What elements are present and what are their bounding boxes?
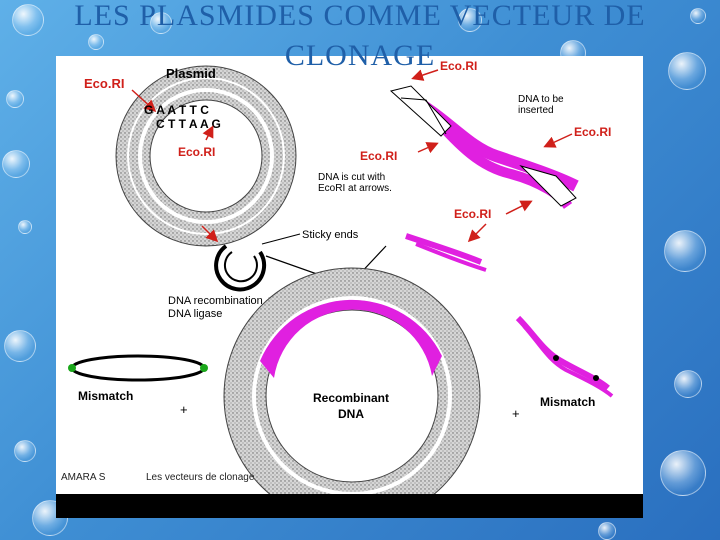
mismatch-label: Mismatch bbox=[78, 389, 133, 403]
dna-inserted-line1: DNA to be bbox=[518, 94, 564, 105]
water-drop bbox=[6, 90, 24, 108]
ecori-label: Eco.RI bbox=[454, 207, 491, 221]
sticky-ends-label: Sticky ends bbox=[302, 229, 359, 241]
ecori-label: Eco.RI bbox=[360, 149, 397, 163]
ecori-label: Eco.RI bbox=[84, 76, 124, 91]
insert-fragment bbox=[406, 236, 486, 270]
water-drop bbox=[598, 522, 616, 540]
dna-inserted-line2: inserted bbox=[518, 105, 554, 116]
water-drop bbox=[664, 230, 706, 272]
mismatch-plasmid bbox=[68, 356, 208, 380]
plus-sign: + bbox=[512, 406, 520, 421]
water-drop bbox=[14, 440, 36, 462]
mismatch-label: Mismatch bbox=[540, 395, 595, 409]
mismatch-insert bbox=[518, 318, 612, 396]
cut-plasmid bbox=[216, 246, 264, 289]
ligase-label: DNA ligase bbox=[168, 308, 222, 320]
cut-note-line1: DNA is cut with bbox=[318, 172, 385, 183]
slide-title: LES PLASMIDES COMME VECTEUR DE CLONAGE bbox=[0, 0, 720, 76]
recombinant-dna-label: DNA bbox=[338, 407, 364, 421]
recombinant-label: Recombinant bbox=[313, 391, 389, 405]
plus-sign: + bbox=[180, 402, 188, 417]
ecori-label: Eco.RI bbox=[574, 125, 611, 139]
slide-panel: Plasmid Eco.RI G A A T T C C T T A A G E… bbox=[56, 56, 643, 518]
cut-note-line2: EcoRI at arrows. bbox=[318, 183, 392, 194]
water-drop bbox=[18, 220, 32, 234]
water-drop bbox=[660, 450, 706, 496]
water-drop bbox=[4, 330, 36, 362]
water-drop bbox=[2, 150, 30, 178]
footer-bar bbox=[56, 494, 643, 518]
cloning-diagram: Plasmid Eco.RI G A A T T C C T T A A G E… bbox=[56, 56, 643, 494]
sequence-top: G A A T T C bbox=[144, 103, 209, 117]
recombination-label: DNA recombination + bbox=[168, 295, 272, 307]
ecori-label: Eco.RI bbox=[178, 145, 215, 159]
footer-author: AMARA S bbox=[61, 472, 105, 483]
footer-course-title: Les vecteurs de clonage bbox=[146, 472, 254, 483]
water-drop bbox=[674, 370, 702, 398]
